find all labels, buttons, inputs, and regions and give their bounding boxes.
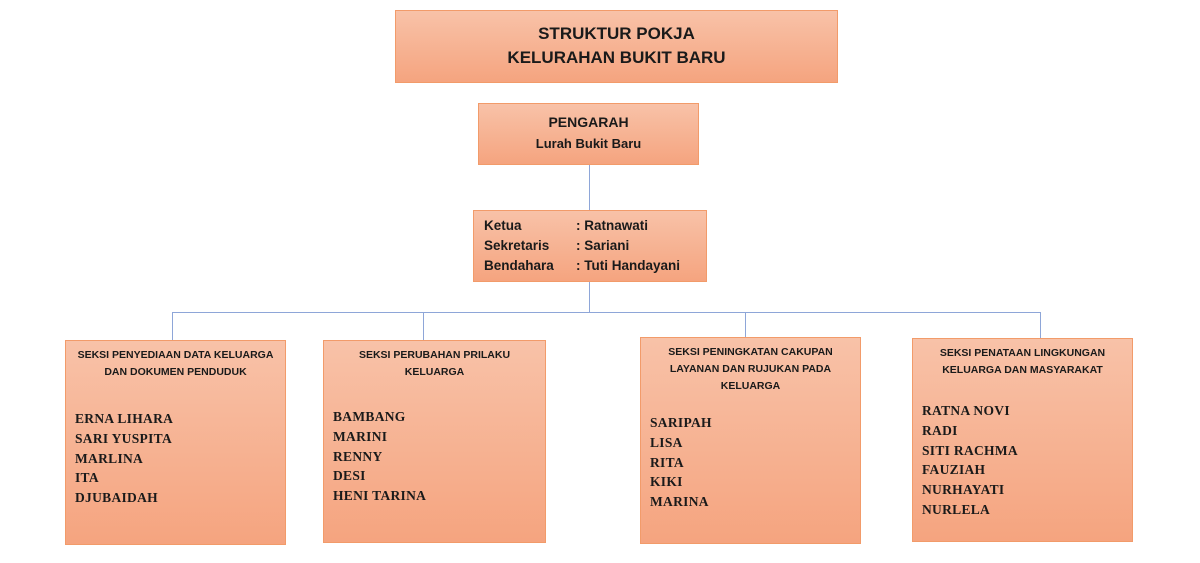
connector bbox=[589, 165, 590, 210]
member-name: SARIPAH bbox=[650, 415, 712, 430]
connector bbox=[172, 312, 173, 340]
member-name: RATNA NOVI bbox=[922, 403, 1010, 418]
member-name: RITA bbox=[650, 454, 684, 470]
member-name: ITA bbox=[75, 470, 99, 486]
person: : Tuti Handayani bbox=[576, 258, 681, 273]
pengurus-row: Bendahara : Tuti Handayani bbox=[484, 256, 706, 276]
pengarah-name: Lurah Bukit Baru bbox=[535, 136, 642, 151]
connector bbox=[172, 312, 1040, 313]
member-name: BAMBANG bbox=[333, 409, 406, 424]
person: : Ratnawati bbox=[576, 218, 649, 233]
seksi-box: SEKSI PENYEDIAAN DATA KELUARGA DAN DOKUM… bbox=[65, 340, 286, 545]
role: Ketua bbox=[484, 218, 522, 233]
member-list: RATNA NOVI RADI SITI RACHMA FAUZIAH NURHAYAT… bbox=[913, 401, 1132, 520]
member-name: FAUZIAH bbox=[922, 462, 986, 478]
member-name: SITI RACHMA bbox=[922, 442, 1018, 458]
seksi-box: SEKSI PERUBAHAN PRILAKU KELUARGA BAMBANG M… bbox=[323, 340, 546, 543]
member-name: DESI bbox=[333, 468, 366, 484]
member-list: SARIPAH LISA RITA KIKI MARINA bbox=[641, 413, 860, 512]
title-box: STRUKTUR POKJA KELURAHAN BUKIT BARU bbox=[395, 10, 838, 83]
pengurus-row: Ketua : Ratnawati bbox=[484, 216, 706, 236]
member-name: DJUBAIDAH bbox=[75, 490, 158, 506]
connector bbox=[1040, 312, 1041, 338]
connector bbox=[745, 312, 746, 337]
seksi-title: SEKSI PERUBAHAN PRILAKU KELUARGA bbox=[358, 349, 511, 378]
member-name: MARINI bbox=[333, 428, 388, 444]
member-name: MARINA bbox=[650, 494, 709, 510]
connector bbox=[589, 282, 590, 312]
member-name: MARLINA bbox=[75, 450, 144, 466]
member-name: KIKI bbox=[650, 474, 683, 490]
seksi-box: SEKSI PENATAAN LINGKUNGAN KELUARGA DAN M… bbox=[912, 338, 1133, 542]
seksi-title: SEKSI PENATAAN LINGKUNGAN KELUARGA DAN M… bbox=[939, 347, 1106, 376]
title-line2: KELURAHAN BUKIT BARU bbox=[507, 48, 726, 67]
member-name: SARI YUSPITA bbox=[75, 430, 172, 446]
member-list: BAMBANG MARINI RENNY DESI HENI TARINA bbox=[324, 407, 545, 506]
member-list: ERNA LIHARA SARI YUSPITA MARLINA ITA DJUBAID… bbox=[66, 409, 285, 508]
pengurus-box: Ketua : Ratnawati Sekretaris : Sariani Ben… bbox=[473, 210, 707, 282]
seksi-title: SEKSI PENINGKATAN CAKUPAN LAYANAN DAN RU… bbox=[668, 346, 833, 392]
seksi-box: SEKSI PENINGKATAN CAKUPAN LAYANAN DAN RU… bbox=[640, 337, 861, 544]
member-name: LISA bbox=[650, 434, 683, 450]
role: Sekretaris bbox=[484, 238, 550, 253]
member-name: RENNY bbox=[333, 448, 383, 464]
member-name: NURLELA bbox=[922, 501, 991, 517]
pengurus-row: Sekretaris : Sariani bbox=[484, 236, 706, 256]
member-name: RADI bbox=[922, 422, 958, 438]
seksi-title: SEKSI PENYEDIAAN DATA KELUARGA DAN DOKUM… bbox=[77, 349, 274, 378]
member-name: NURHAYATI bbox=[922, 482, 1005, 498]
person: : Sariani bbox=[576, 238, 630, 253]
connector bbox=[423, 312, 424, 340]
member-name: ERNA LIHARA bbox=[75, 411, 174, 426]
pengarah-box: PENGARAH Lurah Bukit Baru bbox=[478, 103, 699, 165]
member-name: HENI TARINA bbox=[333, 488, 427, 504]
title-line1: STRUKTUR POKJA bbox=[538, 24, 695, 43]
pengarah-label: PENGARAH bbox=[548, 114, 629, 130]
role: Bendahara bbox=[484, 258, 554, 273]
